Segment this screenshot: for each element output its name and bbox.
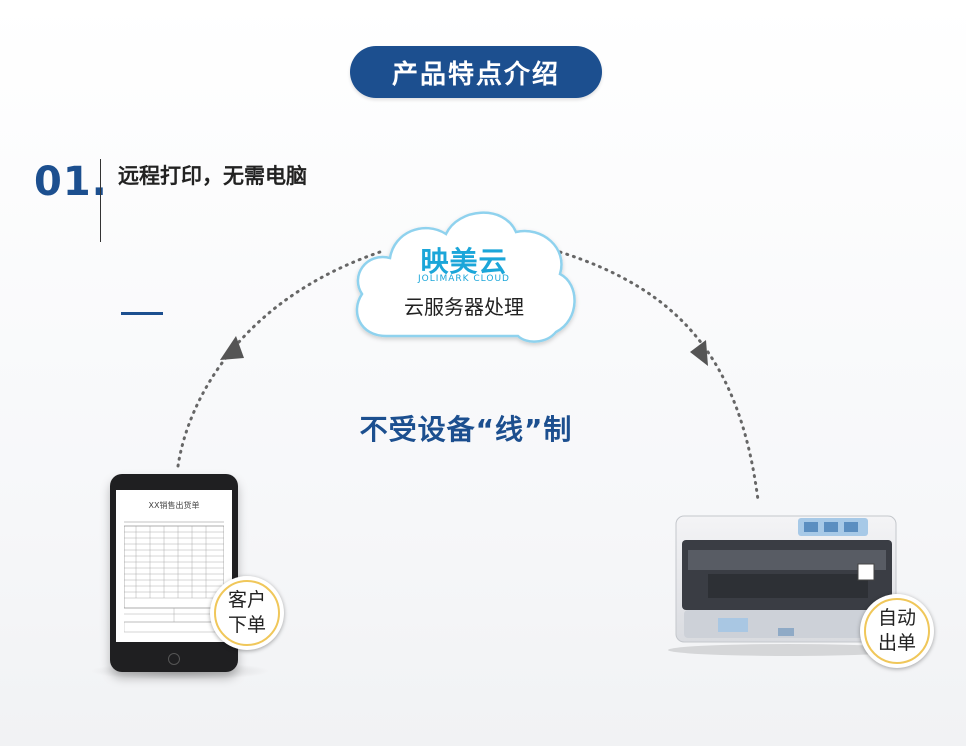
arrow-up-icon (220, 336, 244, 360)
auto-print-badge: 自动 出单 (860, 594, 934, 668)
section-title: 产品特点介绍 (350, 46, 602, 98)
slogan: 不受设备“线”制 (359, 413, 573, 446)
cloud-icon (355, 211, 576, 343)
badge-line: 自动 (877, 607, 916, 629)
badge-line: 出单 (877, 632, 916, 654)
flow-arc-right (558, 250, 760, 502)
vertical-divider (100, 159, 101, 242)
tablet-device: XX销售出货单 (110, 474, 238, 672)
cloud-caption: 云服务器处理 (404, 295, 524, 319)
accent-rule (121, 312, 163, 315)
customer-order-badge: 客户 下单 (210, 576, 284, 650)
doc-title: XX销售出货单 (148, 501, 200, 510)
feature-number: 01. (34, 159, 108, 205)
home-button (168, 653, 180, 665)
arrow-down-icon (690, 340, 708, 366)
badge-line: 客户 (227, 589, 266, 611)
cloud-brand-en: JOLIMARK CLOUD (418, 274, 510, 284)
cloud-service: 映美云 JOLIMARK CLOUD 云服务器处理 (346, 196, 582, 356)
badge-line: 下单 (227, 614, 266, 636)
order-form-grid (124, 521, 224, 633)
cloud-brand-logo: 映美云 (420, 245, 508, 278)
feature-text: 远程打印，无需电脑 (118, 164, 307, 188)
dot-matrix-printer (668, 515, 908, 656)
